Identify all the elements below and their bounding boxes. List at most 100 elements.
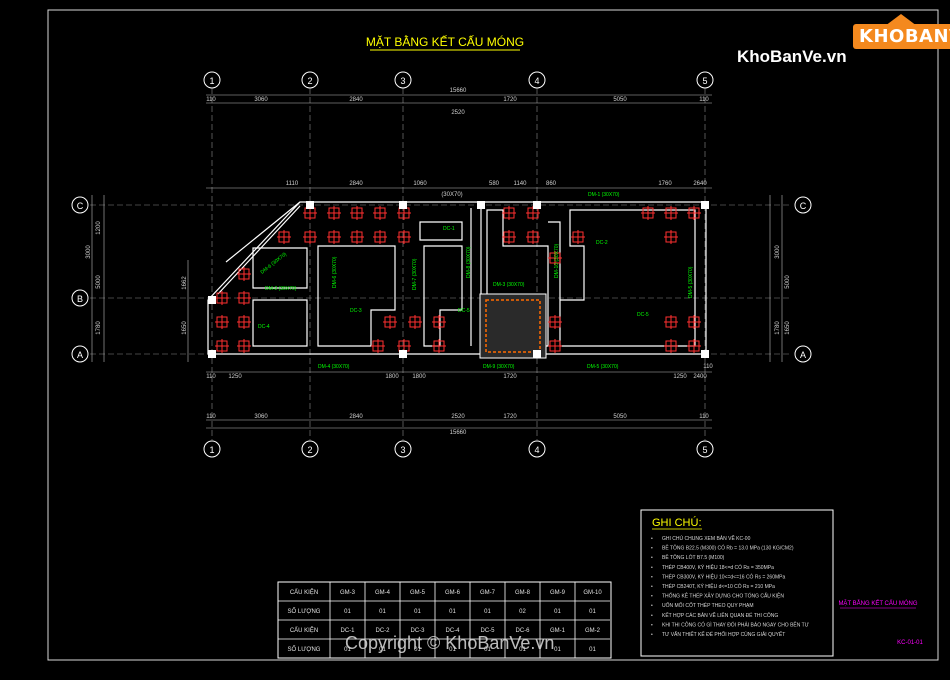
beam-label: DM-10 (30X70) [554, 243, 560, 278]
copyright-watermark: Copyright © KhoBanVe.vn [345, 633, 555, 653]
dim-text: 3060 [254, 97, 268, 103]
house-roof-icon [885, 14, 917, 26]
table-cell: 01 [449, 609, 456, 615]
dim-text: 1760 [658, 181, 672, 187]
dim-overall-top: 15660 [450, 88, 467, 94]
table-cell: 01 [519, 647, 526, 653]
column-footings [215, 206, 701, 353]
dim-text: 1800 [412, 374, 426, 380]
dim-text: 860 [546, 181, 557, 187]
dim-text: 1250 [673, 374, 687, 380]
column-footing [215, 291, 229, 305]
table-cell: GM-9 [550, 590, 566, 596]
table-cell: 01 [554, 647, 561, 653]
beam-label: DM-9 (30X70) [483, 364, 515, 370]
dim-text: 5000 [785, 275, 791, 289]
axis-label-bottom: 3 [400, 445, 405, 455]
note-item: TƯ VẤN THIẾT KẾ ĐỂ PHỐI HỢP CÙNG GIẢI QU… [662, 631, 785, 638]
table-cell: CẤU KIỆN [290, 626, 318, 634]
table-cell: 01 [449, 647, 456, 653]
note-item: THỐNG KÊ THÉP XÂY DỰNG CHO TỔNG CẤU KIỆN [662, 592, 784, 600]
table-cell: GM-10 [583, 590, 602, 596]
dim-text: 110 [206, 414, 216, 420]
axis-label-top: 2 [307, 76, 312, 86]
column-footing [383, 315, 397, 329]
note-item: THÉP CB400V, KÝ HIỆU 18<=d CÓ Rs = 350MP… [662, 563, 774, 571]
bullet-icon: • [651, 603, 653, 609]
bullet-icon: • [651, 622, 653, 628]
column-footing [687, 315, 701, 329]
dim-overall-bottom: 15660 [450, 430, 467, 436]
column-footing [664, 206, 678, 220]
table-cell: GM-8 [515, 590, 531, 596]
dim-text: 1140 [514, 181, 528, 187]
dim-text: 1720 [503, 374, 517, 380]
column-footing [350, 230, 364, 244]
dim-text: 1650 [182, 321, 188, 335]
column-footing [350, 206, 364, 220]
column-footing [397, 230, 411, 244]
beam-label: DM-6 (30X70) [260, 251, 289, 275]
logo-brand: KHOBANVE [853, 24, 950, 49]
column-footing [502, 206, 516, 220]
bullet-icon: • [651, 546, 653, 552]
beam-label: DM-7 (30X70) [412, 258, 418, 290]
table-cell: SỐ LƯỢNG [288, 608, 321, 615]
table-cell: 01 [589, 647, 596, 653]
beam-label: DM-5 (30X70) [587, 364, 619, 370]
axis-label-top: 1 [209, 76, 214, 86]
axis-bubbles-top: 1 2 3 4 5 [203, 71, 714, 89]
dim-text: 110 [206, 97, 216, 103]
dim-text: 3060 [254, 414, 268, 420]
table-cell: 01 [344, 609, 351, 615]
column-footing [526, 230, 540, 244]
notes-heading: GHI CHÚ: [652, 516, 702, 529]
dim-text: 1662 [182, 276, 188, 290]
dimension-text: 15660 110 3060 2840 2520 1720 5050 110 1… [86, 88, 791, 436]
dim-text: 1060 [413, 181, 427, 187]
axis-label-side: C [77, 201, 84, 211]
beam-label: DM-3 (30X70) [493, 282, 525, 288]
note-item: BÊ TÔNG B22.5 (M300) CÓ Rb = 13.0 MPa (1… [662, 544, 794, 552]
dim-text: 3000 [86, 245, 92, 259]
table-cell: GM-2 [585, 628, 601, 634]
dim-text: (30X70) [441, 192, 462, 198]
table-cell: GM-5 [410, 590, 426, 596]
table-cell: CẤU KIỆN [290, 588, 318, 596]
table-cell: DC-5 [480, 628, 495, 634]
table-cell: 01 [589, 609, 596, 615]
column-footing [502, 230, 516, 244]
dim-text: 1720 [503, 414, 517, 420]
dim-text: 1650 [785, 321, 791, 335]
grid-lines [90, 88, 790, 440]
dim-text: 2840 [349, 181, 363, 187]
table-cell: GM-1 [550, 628, 566, 634]
beam-label: DC-4 [258, 324, 270, 330]
beam-label: DM-1 (30X70) [588, 192, 620, 198]
column-footing [277, 230, 291, 244]
table-cell: 01 [344, 647, 351, 653]
note-item: THÉP CB300V, KÝ HIỆU 10<=d<=16 CÓ Rs = 2… [662, 572, 785, 580]
table-cell: GM-3 [340, 590, 356, 596]
logo-url: KhoBanVe.vn [737, 47, 847, 66]
bullet-icon: • [651, 565, 653, 571]
table-cell: DC-3 [410, 628, 425, 634]
column-footing [237, 291, 251, 305]
dim-text: 5050 [613, 97, 627, 103]
bullet-icon: • [651, 555, 653, 561]
column-footing [327, 230, 341, 244]
column-footing [237, 315, 251, 329]
dimension-lines [91, 94, 783, 429]
column-footing [408, 315, 422, 329]
bullet-icon: • [651, 594, 653, 600]
axis-label-side: C [800, 201, 807, 211]
note-item: THÉP CB240T, KÝ HIỆU d<=10 CÓ Rs = 210 M… [662, 582, 775, 590]
foundation-outline [207, 201, 707, 355]
beam-label: DM-6 (30X70) [332, 256, 338, 288]
dim-text: 1800 [385, 374, 399, 380]
sheet-code: KC-01-01 [897, 640, 923, 646]
dim-text: 110 [703, 364, 713, 370]
column-footing [664, 339, 678, 353]
dim-text: 2520 [451, 110, 465, 116]
